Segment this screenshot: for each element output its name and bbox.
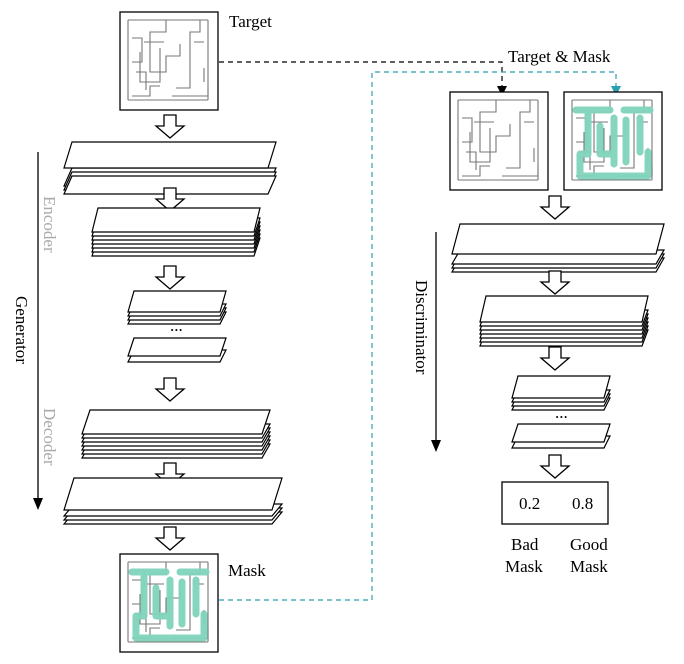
discriminator-input-target <box>449 91 549 191</box>
bad-mask-label-line1: Bad <box>511 535 539 554</box>
target-label: Target <box>229 12 272 31</box>
discriminator-label: Discriminator <box>412 280 431 375</box>
mask-connector <box>219 71 617 601</box>
good-score: 0.8 <box>572 494 593 513</box>
encoder-label: Encoder <box>40 196 59 253</box>
decoder-label: Decoder <box>40 408 59 466</box>
bottleneck-layer <box>127 337 227 363</box>
flow-arrow <box>154 526 186 551</box>
bad-mask-label-line2: Mask <box>505 557 543 576</box>
flow-arrow <box>154 265 186 290</box>
target-and-mask-label: Target & Mask <box>508 47 611 66</box>
score-box <box>501 481 609 525</box>
target-connector <box>219 61 503 88</box>
discriminator-layer-3 <box>511 375 611 411</box>
flow-arrow <box>154 114 186 139</box>
discriminator-input-mask <box>563 91 663 191</box>
discriminator-ellipsis: ... <box>555 403 568 422</box>
encoder-layer-1 <box>63 141 277 195</box>
encoder-layer-3 <box>127 290 227 325</box>
generated-mask-image <box>119 553 219 653</box>
decoder-layer-1 <box>80 409 272 459</box>
discriminator-layer-4 <box>511 423 611 449</box>
discriminator-axis-arrowhead <box>431 440 441 452</box>
flow-arrow <box>539 346 571 371</box>
good-mask-label-line1: Good <box>570 535 608 554</box>
generator-axis-arrowhead <box>33 498 43 510</box>
flow-arrow <box>539 270 571 295</box>
generator-label: Generator <box>12 296 31 364</box>
target-and-mask-label-bg <box>505 44 637 66</box>
mask-label: Mask <box>228 561 266 580</box>
generator-ellipsis: ... <box>170 316 183 335</box>
flow-arrow <box>154 187 186 212</box>
flow-arrow <box>539 454 571 479</box>
discriminator-layer-1 <box>450 223 666 273</box>
discriminator-layer-2 <box>479 295 649 347</box>
target-connector-arrowhead <box>497 86 507 96</box>
good-mask-label-line2: Mask <box>570 557 608 576</box>
flow-arrow <box>539 195 571 220</box>
flow-arrow <box>154 377 186 402</box>
encoder-layer-2 <box>91 207 261 257</box>
mask-connector-arrowhead <box>611 86 621 96</box>
target-image <box>119 11 219 111</box>
decoder-layer-2 <box>62 477 284 525</box>
bad-score: 0.2 <box>519 494 540 513</box>
